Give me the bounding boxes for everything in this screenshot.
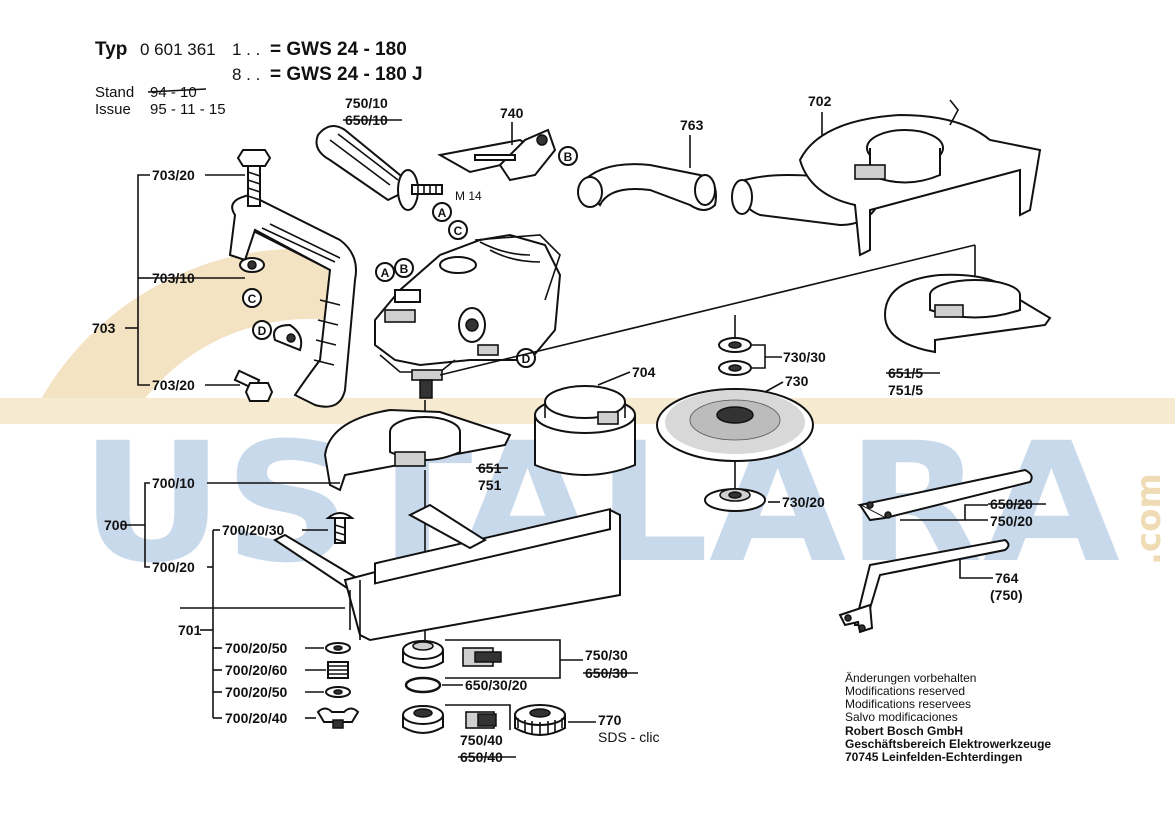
protective-guard-751 — [323, 408, 512, 492]
label-704: 704 — [632, 364, 656, 380]
stand-strike — [147, 88, 207, 93]
notice-division: Geschäftsbereich Elektrowerkzeuge — [845, 737, 1051, 751]
angle-grinder-body — [374, 233, 562, 399]
flange-730-20 — [704, 488, 766, 512]
label-770-sub: SDS - clic — [598, 729, 659, 745]
nut-set — [316, 642, 360, 729]
thread-label: M 14 — [455, 189, 482, 203]
bracket-703 — [125, 174, 245, 386]
callout-c-handle: C — [242, 288, 262, 308]
label-702: 702 — [808, 93, 832, 109]
label-700-20-60: 700/20/60 — [225, 662, 287, 678]
svg-text:B: B — [400, 262, 409, 276]
label-730-30: 730/30 — [783, 349, 826, 365]
callout-d-handle: D — [252, 320, 272, 340]
svg-text:A: A — [381, 266, 390, 280]
stand-label: Stand — [95, 84, 134, 101]
svg-text:C: C — [454, 224, 463, 238]
label-750-40: 750/40 — [460, 732, 503, 748]
extraction-guard-702 — [731, 99, 1042, 257]
side-handle-703 — [228, 149, 357, 408]
svg-text:A: A — [438, 206, 447, 220]
notice-line-4: Salvo modificaciones — [845, 710, 958, 724]
o-ring-650-30-20 — [404, 676, 442, 694]
svg-text:C: C — [248, 292, 257, 306]
variant2-suffix: 8 . . — [232, 65, 260, 84]
spanner-750-20 — [857, 468, 1033, 522]
issue-value: 95 - 11 - 15 — [150, 101, 226, 118]
label-730: 730 — [785, 373, 809, 389]
callout-a-handle: A — [432, 202, 452, 222]
label-764: 764 — [995, 570, 1019, 586]
legal-notice: Änderungen vorbehalten Modifications res… — [845, 671, 1051, 764]
stand-value: 94 - 10 — [150, 84, 197, 101]
protective-guard-751-5 — [883, 273, 1052, 354]
auxiliary-handle-750-10 — [315, 125, 443, 211]
spanner-764 — [838, 538, 1010, 634]
callout-c-grinder: C — [448, 220, 468, 240]
issue-label: Issue — [95, 101, 131, 118]
variant1-model: = GWS 24 - 180 — [270, 39, 407, 60]
watermark-suffix: .com — [1129, 473, 1169, 565]
flange-750-40 — [402, 705, 497, 734]
label-700-20-30: 700/20/30 — [222, 522, 284, 538]
label-750-20: 750/20 — [990, 513, 1033, 529]
label-700-20-50-a: 700/20/50 — [225, 640, 287, 656]
screw-700-20-30 — [325, 512, 355, 544]
notice-line-3: Modifications reservees — [845, 697, 971, 711]
label-700-10: 700/10 — [152, 475, 195, 491]
grinding-disc-730 — [656, 388, 814, 462]
bracket-740 — [437, 128, 557, 182]
label-751-5: 751/5 — [888, 382, 923, 398]
typ-number: 0 601 361 — [140, 40, 216, 59]
label-701: 701 — [178, 622, 202, 638]
notice-company: Robert Bosch GmbH — [845, 724, 963, 738]
cutting-guide-700-20 — [273, 503, 621, 642]
dust-collar-704 — [534, 385, 636, 476]
label-764-alt: (750) — [990, 587, 1023, 603]
label-700-20-40: 700/20/40 — [225, 710, 287, 726]
callout-b-grinder: B — [394, 258, 414, 278]
svg-text:D: D — [522, 352, 531, 366]
svg-text:D: D — [258, 324, 267, 338]
variant1-suffix: 1 . . — [232, 40, 260, 59]
bolt-bottom — [233, 369, 274, 402]
bolt-top — [236, 149, 272, 207]
quick-nut-770 — [514, 704, 566, 736]
label-700-20: 700/20 — [152, 559, 195, 575]
flange-750-30 — [402, 640, 502, 669]
label-750-30: 750/30 — [585, 647, 628, 663]
label-650-30-20: 650/30/20 — [465, 677, 527, 693]
label-750-10: 750/10 — [345, 95, 388, 111]
typ-label: Typ — [95, 39, 127, 60]
callout-a-grinder: A — [375, 262, 395, 282]
label-703: 703 — [92, 320, 116, 336]
callout-d-grinder: D — [516, 348, 536, 368]
header: Typ 0 601 361 1 . . = GWS 24 - 180 8 . .… — [95, 39, 423, 118]
notice-line-1: Änderungen vorbehalten — [845, 671, 976, 685]
label-703-20-bottom: 703/20 — [152, 377, 195, 393]
label-770: 770 — [598, 712, 622, 728]
bracket-700 — [122, 482, 340, 568]
variant2-model: = GWS 24 - 180 J — [270, 64, 423, 85]
label-740: 740 — [500, 105, 524, 121]
label-763: 763 — [680, 117, 704, 133]
washer-set-730-30 — [718, 337, 752, 376]
notice-line-2: Modifications reserved — [845, 684, 965, 698]
label-730-20: 730/20 — [782, 494, 825, 510]
extraction-hose-763 — [577, 163, 717, 211]
callout-b-bracket: B — [558, 146, 578, 166]
label-751: 751 — [478, 477, 502, 493]
svg-text:B: B — [564, 150, 573, 164]
label-700: 700 — [104, 517, 128, 533]
label-703-20-top: 703/20 — [152, 167, 195, 183]
notice-address: 70745 Leinfelden-Echterdingen — [845, 750, 1022, 764]
label-700-20-50-b: 700/20/50 — [225, 684, 287, 700]
